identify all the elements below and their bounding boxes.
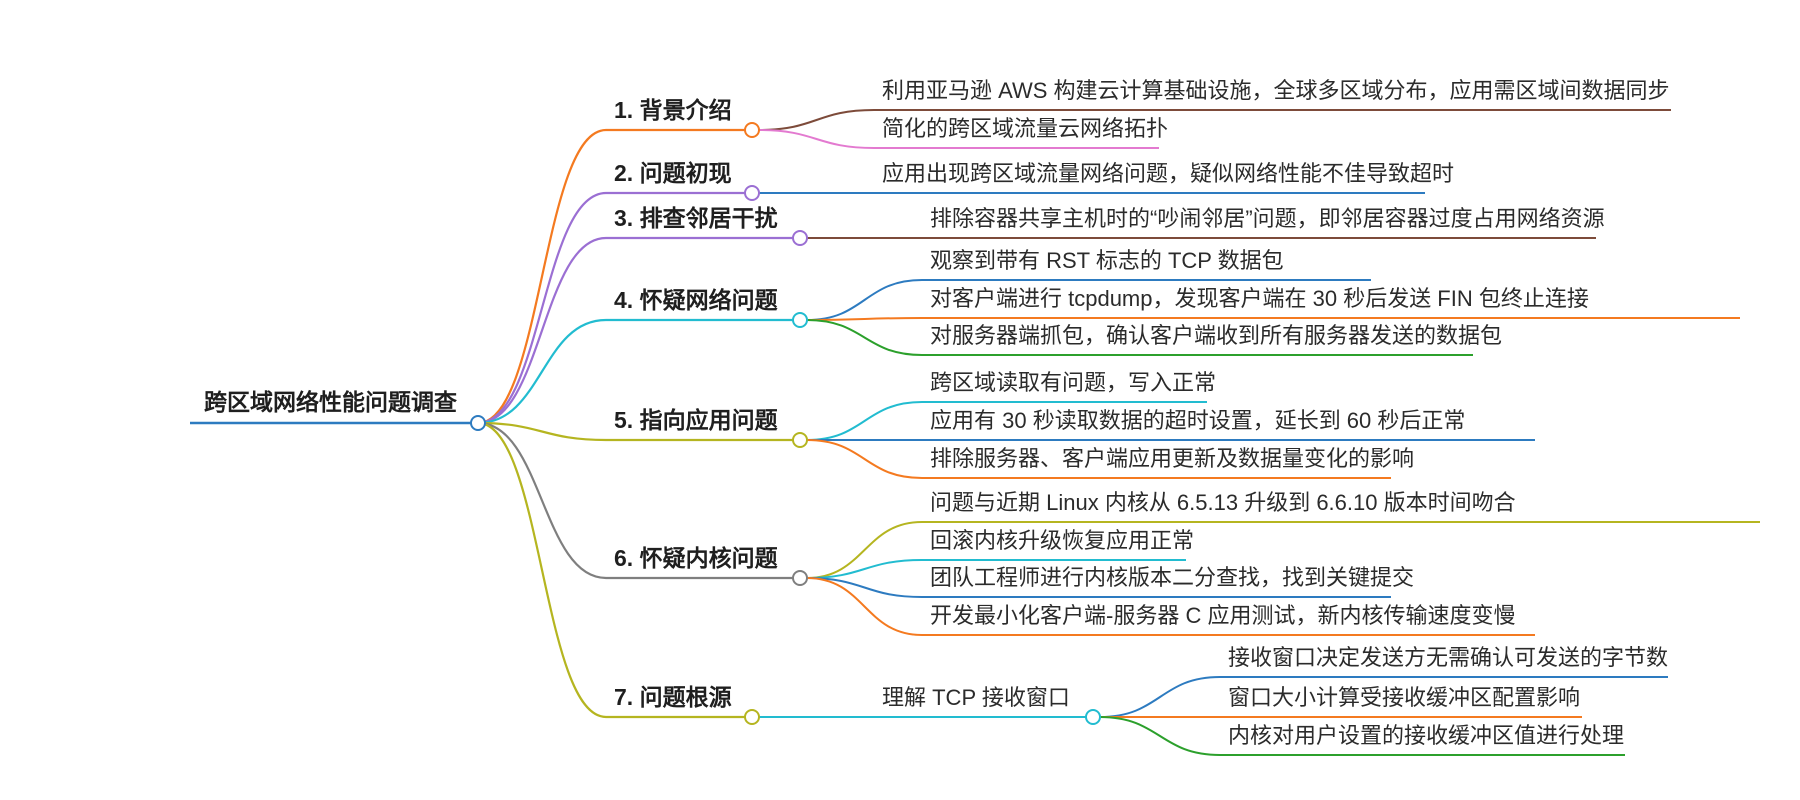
leaf-edge-4-1 [806, 279, 923, 321]
leaf-topic-2-1: 应用出现跨区域流量网络问题，疑似网络性能不佳导致超时 [882, 161, 1454, 186]
leaf-topic-6-2: 回滚内核升级恢复应用正常 [930, 528, 1194, 553]
leaf-topic-6-1: 问题与近期 Linux 内核从 6.5.13 升级到 6.6.10 版本时间吻合 [930, 490, 1516, 515]
mindmap-labels: 跨区域网络性能问题调查 1. 背景介绍 利用亚马逊 AWS 构建云计算基础设施，全球… [204, 78, 1670, 748]
branch-topic-5: 5. 指向应用问题 [614, 407, 778, 433]
branch-topic-6: 6. 怀疑内核问题 [614, 545, 778, 571]
leaf-topic-5-2: 应用有 30 秒读取数据的超时设置，延长到 60 秒后正常 [930, 408, 1465, 433]
sub-topic-3: 内核对用户设置的接收缓冲区值进行处理 [1228, 723, 1624, 748]
leaf-topic-4-3: 对服务器端抓包，确认客户端收到所有服务器发送的数据包 [930, 323, 1502, 348]
leaf-topic-4-2: 对客户端进行 tcpdump，发现客户端在 30 秒后发送 FIN 包终止连接 [930, 286, 1589, 311]
leaf-edge-1-2 [758, 129, 875, 149]
branch-edge-7 [477, 421, 607, 719]
leaf-edge-5-1 [806, 401, 923, 441]
branch-edge-2 [477, 191, 607, 425]
leaf-edge-4-2 [806, 317, 923, 321]
sub-topic-2: 窗口大小计算受接收缓冲区配置影响 [1228, 685, 1580, 710]
leaf-topic-1-1: 利用亚马逊 AWS 构建云计算基础设施，全球多区域分布，应用需区域间数据同步 [882, 78, 1670, 103]
branch-expand-dot-5[interactable] [792, 432, 808, 448]
leaf-topic-1-2: 简化的跨区域流量云网络拓扑 [882, 116, 1168, 141]
branch-edge-3 [477, 236, 607, 425]
leaf-edge-4-3 [806, 319, 923, 356]
mindmap-dots [470, 122, 1101, 725]
leaf-edge-5-3 [806, 439, 923, 479]
branch-expand-dot-1[interactable] [744, 122, 760, 138]
branch-expand-dot-7[interactable] [744, 709, 760, 725]
branch-topic-3: 3. 排查邻居干扰 [614, 205, 778, 231]
leaf-topic-6-4: 开发最小化客户端-服务器 C 应用测试，新内核传输速度变慢 [930, 603, 1515, 628]
leaf-edge-6-3 [806, 577, 923, 598]
branch-topic-2: 2. 问题初现 [614, 160, 732, 186]
leaf-edge-1-1 [758, 109, 875, 131]
branch-edge-1 [477, 128, 607, 425]
leaf-topic-6-3: 团队工程师进行内核版本二分查找，找到关键提交 [930, 565, 1414, 590]
mindmap-edges [477, 109, 1221, 756]
branch-edge-4 [477, 318, 607, 425]
branch-topic-7: 7. 问题根源 [614, 684, 732, 710]
branch-topic-1: 1. 背景介绍 [614, 97, 732, 123]
mindmap-underlines [190, 109, 1760, 756]
leaf-edge-6-4 [806, 577, 923, 636]
leaf-topic-7-1: 理解 TCP 接收窗口 [882, 685, 1070, 710]
sub-expand-dot[interactable] [1085, 709, 1101, 725]
sub-topic-1: 接收窗口决定发送方无需确认可发送的字节数 [1228, 645, 1668, 670]
branch-expand-dot-3[interactable] [792, 230, 808, 246]
sub-edge-1 [1099, 676, 1221, 718]
leaf-edge-6-2 [806, 559, 923, 579]
leaf-topic-3-1: 排除容器共享主机时的“吵闹邻居”问题，即邻居容器过度占用网络资源 [930, 206, 1605, 231]
leaf-edge-6-1 [806, 521, 923, 579]
leaf-topic-5-3: 排除服务器、客户端应用更新及数据量变化的影响 [930, 446, 1414, 471]
root-topic: 跨区域网络性能问题调查 [204, 389, 457, 415]
sub-edge-3 [1099, 716, 1221, 756]
leaf-topic-4-1: 观察到带有 RST 标志的 TCP 数据包 [930, 248, 1284, 273]
branch-edge-6 [477, 421, 607, 580]
root-expand-dot[interactable] [470, 415, 486, 431]
branch-expand-dot-6[interactable] [792, 570, 808, 586]
leaf-topic-5-1: 跨区域读取有问题，写入正常 [930, 370, 1216, 395]
branch-expand-dot-2[interactable] [744, 185, 760, 201]
branch-edge-5 [477, 421, 607, 442]
branch-expand-dot-4[interactable] [792, 312, 808, 328]
branch-topic-4: 4. 怀疑网络问题 [614, 287, 778, 313]
